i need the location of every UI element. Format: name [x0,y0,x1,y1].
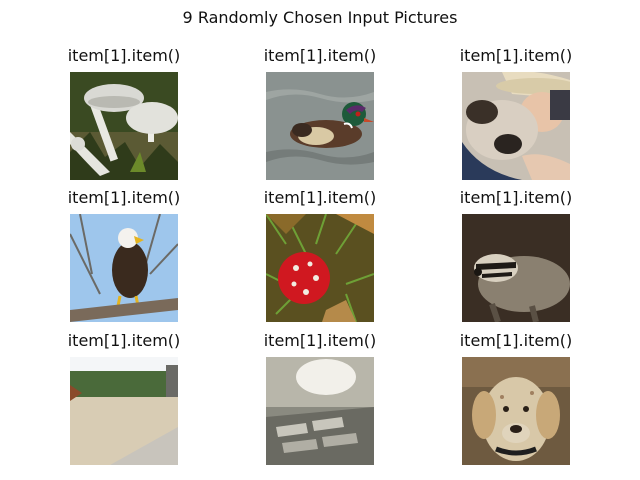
panel-title: item[1].item() [67,46,181,65]
fly-agaric-mushroom-image [266,214,374,322]
wood-duck-image [266,72,374,180]
mushrooms-image [70,72,178,180]
panel-title: item[1].item() [459,46,573,65]
panel-title: item[1].item() [263,331,377,350]
bald-eagle-image [70,214,178,322]
panel-title: item[1].item() [263,188,377,207]
figure-title: 9 Randomly Chosen Input Pictures [182,8,458,27]
panel-title: item[1].item() [459,188,573,207]
panel-title: item[1].item() [263,46,377,65]
panel-title: item[1].item() [67,331,181,350]
person-with-ram-image [462,72,570,180]
blurry-keyboard-image [266,357,374,465]
backyard-patio-image [70,357,178,465]
panel-title: item[1].item() [459,331,573,350]
panel-title: item[1].item() [67,188,181,207]
english-setter-dog-image [462,357,570,465]
badger-image [462,214,570,322]
